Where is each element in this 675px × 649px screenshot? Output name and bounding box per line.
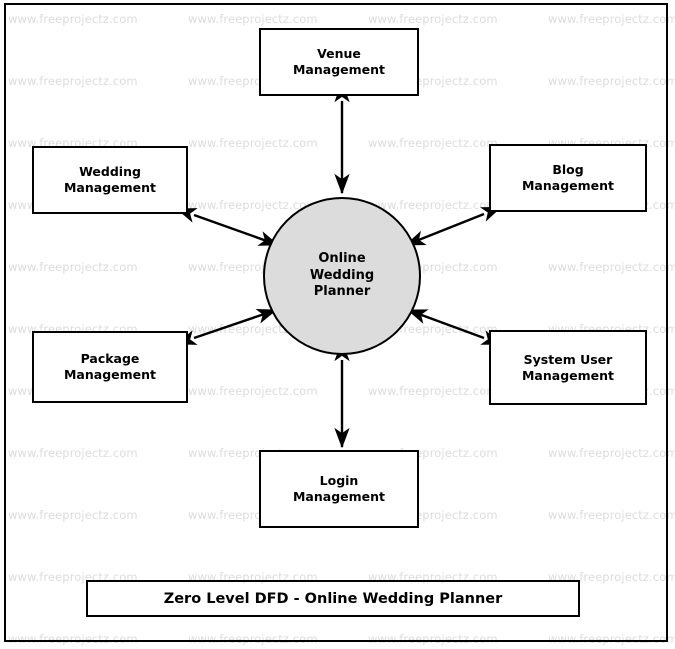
entity-blog-management[interactable]: Blog Management [489, 144, 647, 212]
entity-login-management[interactable]: Login Management [259, 450, 419, 528]
entity-venue-management-label: Venue Management [292, 46, 385, 77]
process-online-wedding-planner[interactable]: Online Wedding Planner [263, 197, 421, 355]
entity-package-management-label: Package Management [63, 351, 156, 382]
entity-system-user-management[interactable]: System User Management [489, 330, 647, 405]
entity-wedding-management[interactable]: Wedding Management [32, 146, 188, 214]
entity-package-management[interactable]: Package Management [32, 331, 188, 403]
diagram-outer-frame [4, 3, 668, 642]
flow-package [175, 308, 278, 345]
flow-blog [404, 206, 502, 247]
entity-login-management-label: Login Management [292, 473, 385, 504]
flow-systemuser [406, 308, 503, 345]
entity-system-user-management-label: System User Management [521, 351, 614, 383]
diagram-title: Zero Level DFD - Online Wedding Planner [163, 590, 503, 607]
entity-blog-management-label: Blog Management [521, 162, 614, 193]
diagram-caption-bar: Zero Level DFD - Online Wedding Planner [86, 580, 580, 617]
process-online-wedding-planner-label: Online Wedding Planner [309, 250, 375, 300]
flow-wedding [175, 208, 280, 247]
entity-wedding-management-label: Wedding Management [63, 164, 156, 195]
entity-venue-management[interactable]: Venue Management [259, 28, 419, 96]
